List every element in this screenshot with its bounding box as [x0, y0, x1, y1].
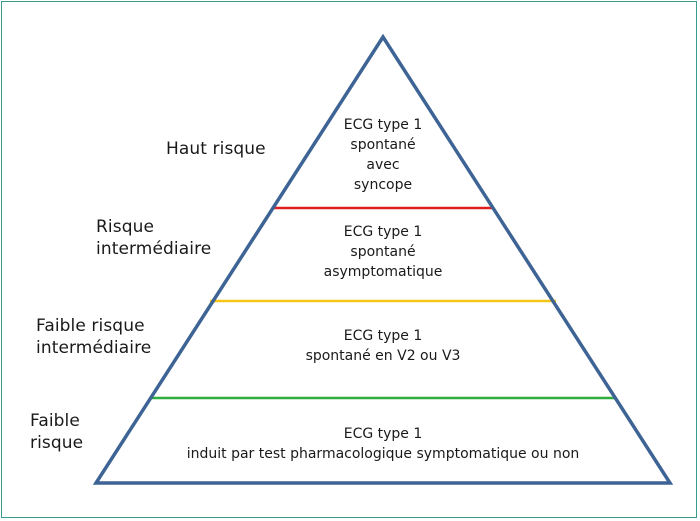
tier-text-intermediate-risk: ECG type 1 spontané asymptomatique	[323, 224, 443, 280]
label-low-intermediate-risk: Faible risque intermédiaire	[36, 316, 152, 358]
tier-text-high-risk: ECG type 1 spontané avec syncope	[343, 117, 423, 193]
pyramid-outline	[92, 33, 674, 485]
label-intermediate-risk: Risque intermédiaire	[96, 217, 212, 259]
label-low-risk: Faible risque	[30, 411, 84, 453]
label-high-risk: Haut risque	[166, 139, 266, 159]
tier-text-low-risk: ECG type 1 induit par test pharmacologiq…	[186, 426, 580, 462]
tier-text-low-intermediate-risk: ECG type 1 spontané en V2 ou V3	[305, 328, 461, 364]
